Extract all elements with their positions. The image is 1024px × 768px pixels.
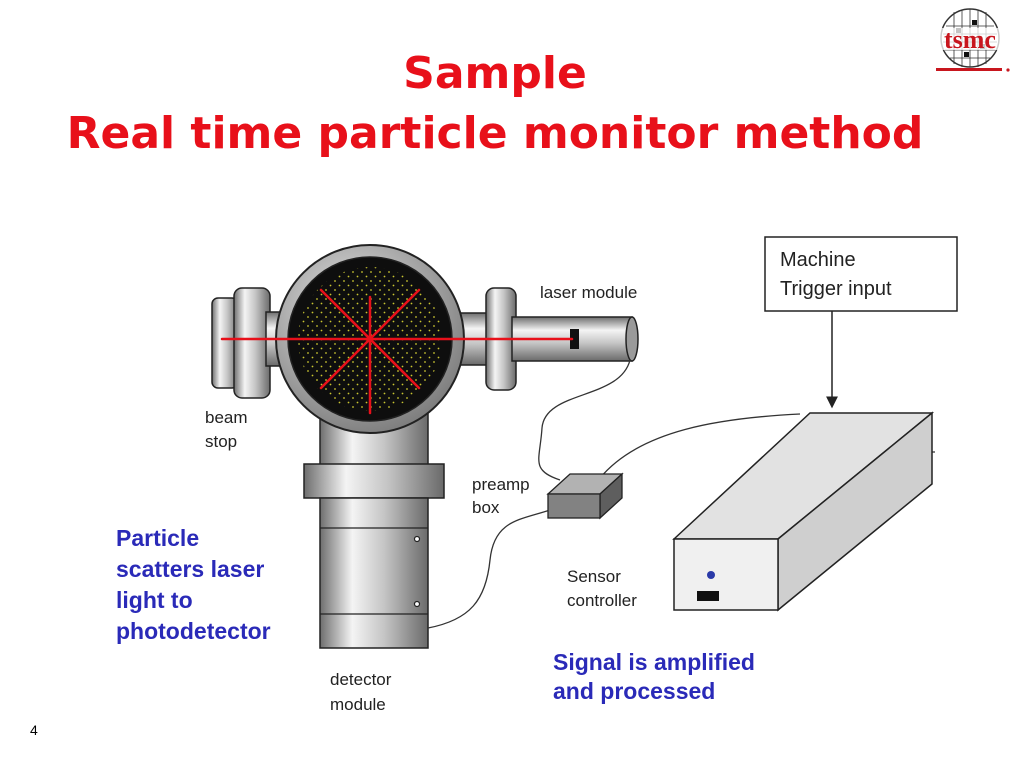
machine-trigger-input: Machine Trigger input (764, 236, 958, 409)
beam-stop-label: stop (205, 432, 237, 451)
detector-assembly (303, 399, 445, 649)
particle-annotation: light to (116, 587, 193, 613)
signal-annotation: and processed (553, 678, 715, 704)
beam-stop-assembly (211, 287, 287, 399)
slide-title: Sample (403, 48, 587, 99)
particle-annotation: scatters laser (116, 556, 264, 582)
signal-annotation: Signal is amplified (553, 649, 755, 675)
laser-emitter (570, 329, 579, 349)
particle-annotation: Particle (116, 525, 199, 551)
preamp-box (546, 472, 624, 520)
laser-module-label: laser module (540, 283, 637, 302)
detector-module-label: module (330, 695, 386, 714)
slide-subtitle: Real time particle monitor method (66, 108, 924, 159)
status-led (707, 571, 715, 579)
logo-wordmark: tsmc (944, 25, 996, 54)
particle-annotation: photodetector (116, 618, 271, 644)
beam-stop-label: beam (205, 408, 248, 427)
laser-beam (220, 288, 574, 415)
tsmc-logo: tsmc (926, 8, 1014, 72)
machine-trigger-label: Machine (780, 249, 856, 271)
preamp-label: preamp (472, 475, 530, 494)
page-number: 4 (30, 722, 38, 738)
detector-module-label: detector (330, 670, 392, 689)
sensor-controller-label: controller (567, 591, 637, 610)
sensor-controller-label: Sensor (567, 567, 621, 586)
sensor-controller (672, 411, 935, 612)
machine-trigger-label: Trigger input (780, 278, 892, 300)
preamp-label: box (472, 498, 500, 517)
